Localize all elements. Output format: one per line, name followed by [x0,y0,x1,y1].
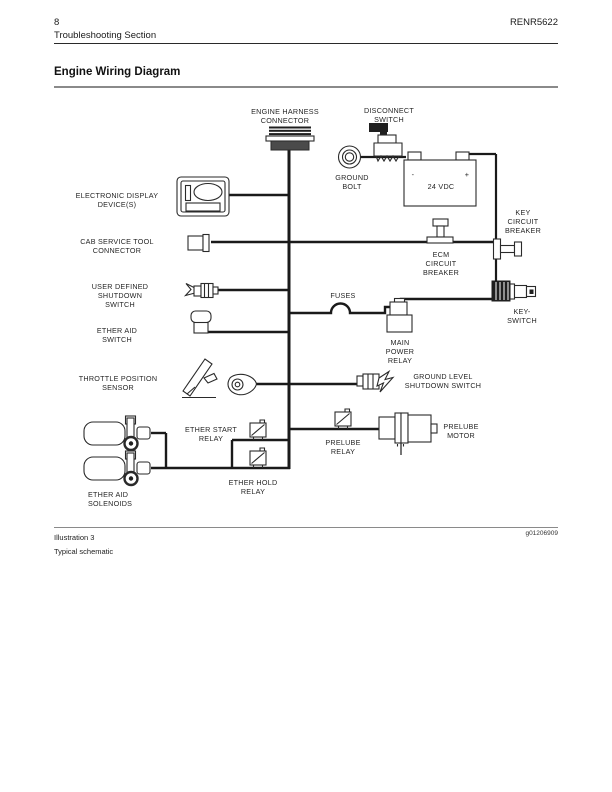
svg-text:SENSOR: SENSOR [102,383,134,392]
label-ecm-circuit-breaker: ECM [433,250,450,259]
ether-aid-solenoid-icon-bottom [82,449,152,487]
svg-text:CONNECTOR: CONNECTOR [261,116,309,125]
page-title: Engine Wiring Diagram [54,66,181,78]
ecm-circuit-breaker-icon [426,218,454,244]
battery-icon: - + 24 VDC [403,151,477,207]
user-defined-shutdown-switch-icon [183,282,219,299]
svg-text:SOLENOIDS: SOLENOIDS [88,499,132,508]
label-electronic-display: ELECTRONIC DISPLAY [76,191,159,200]
ether-start-relay-icon [249,419,267,441]
label-engine-harness-connector: ENGINE HARNESS [251,107,319,116]
ground-bolt-icon [337,145,362,169]
label-main-power-relay: MAIN [391,338,410,347]
label-key-switch: KEY- [513,307,530,316]
illustration-label: Illustration 3 [54,533,95,542]
diagram-labels: ENGINE HARNESS CONNECTOR DISCONNECT SWIT… [76,106,541,508]
svg-text:POWER: POWER [386,347,414,356]
figure-id: g01206909 [525,530,558,537]
battery-plus-label: + [465,170,469,179]
svg-text:SWITCH: SWITCH [507,316,537,325]
section-name: Troubleshooting Section [54,30,157,41]
svg-text:MOTOR: MOTOR [447,431,475,440]
battery-minus-label: - [412,170,415,179]
svg-text:CONNECTOR: CONNECTOR [93,246,141,255]
svg-text:RELAY: RELAY [199,434,223,443]
label-prelube-relay: PRELUBE [325,438,360,447]
svg-text:SWITCH: SWITCH [105,300,135,309]
svg-text:BREAKER: BREAKER [505,226,541,235]
svg-text:DEVICE(S): DEVICE(S) [98,200,137,209]
label-user-defined-shutdown: USER DEFINED [92,282,149,291]
wire-keyswitch-to-relay [399,297,492,303]
label-ether-start-relay: ETHER START [185,425,237,434]
ether-aid-switch-icon [190,310,212,334]
svg-text:SWITCH: SWITCH [102,335,132,344]
label-ether-aid-switch: ETHER AID [97,326,137,335]
label-cab-service-tool: CAB SERVICE TOOL [80,237,154,246]
svg-text:BREAKER: BREAKER [423,268,459,277]
title-rule [54,86,558,88]
prelube-relay-icon [334,408,352,430]
figure-caption: Typical schematic [54,547,114,556]
svg-text:CIRCUIT: CIRCUIT [426,259,457,268]
ground-level-shutdown-switch-icon [356,369,395,393]
svg-text:CIRCUIT: CIRCUIT [508,217,539,226]
main-power-relay-icon [386,297,413,333]
page-number: 8 [54,17,60,28]
cab-service-tool-connector-icon [187,233,210,253]
key-switch-icon [491,280,537,302]
prelube-motor-icon [378,412,438,447]
label-prelube-motor: PRELUBE [443,422,478,431]
figure-rule [54,527,558,528]
battery-voltage-label: 24 VDC [428,182,455,191]
svg-text:RELAY: RELAY [241,487,265,496]
label-ground-bolt: GROUND [335,173,368,182]
label-ether-hold-relay: ETHER HOLD [229,478,278,487]
disconnect-switch-icon [369,123,403,163]
svg-text:SWITCH: SWITCH [374,115,404,124]
label-ground-level-shutdown-switch: GROUND LEVEL [413,372,472,381]
electronic-display-icon [176,176,230,217]
label-fuses: FUSES [330,291,355,300]
doc-code: RENR5622 [509,17,558,28]
ether-hold-relay-icon [249,447,267,469]
key-circuit-breaker-icon [492,238,523,260]
label-key-circuit-breaker: KEY [515,208,530,217]
engine-harness-connector-icon [265,126,315,151]
throttle-position-sensor-icon [182,358,258,399]
svg-text:RELAY: RELAY [331,447,355,456]
wire-fuse-branch [290,302,391,315]
svg-text:RELAY: RELAY [388,356,412,365]
label-ether-aid-solenoids: ETHER AID [88,490,128,499]
svg-text:SHUTDOWN SWITCH: SHUTDOWN SWITCH [405,381,481,390]
header-rule [54,43,558,45]
label-throttle-position-sensor: THROTTLE POSITION [79,374,158,383]
ether-aid-solenoid-icon-top [82,414,152,452]
label-disconnect-switch: DISCONNECT [364,106,414,115]
svg-text:SHUTDOWN: SHUTDOWN [98,291,142,300]
svg-text:BOLT: BOLT [342,182,362,191]
